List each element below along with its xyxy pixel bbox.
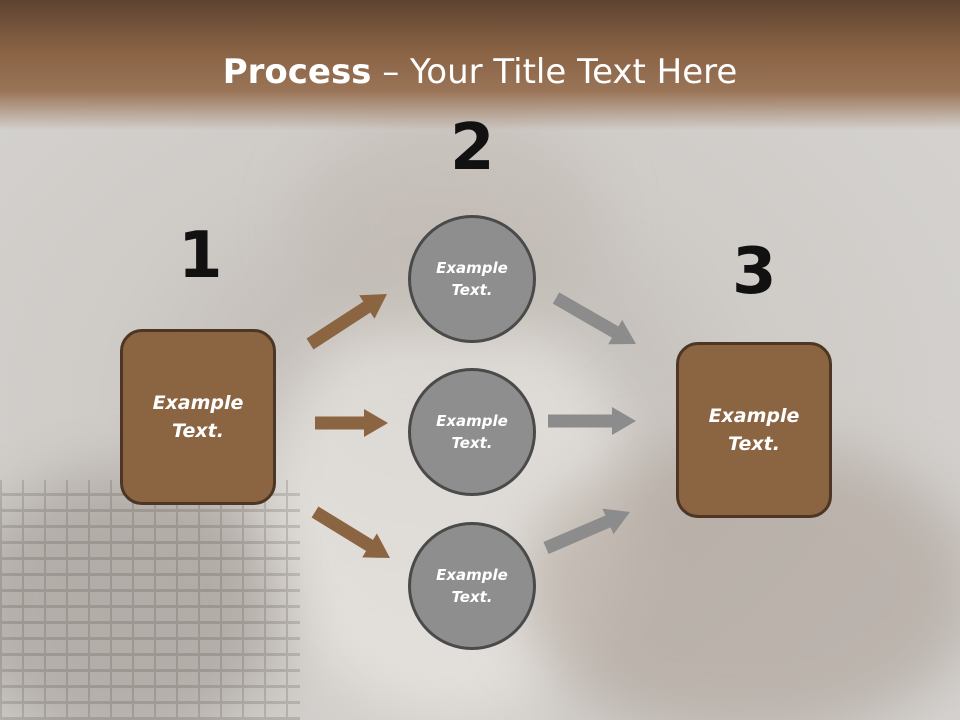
arrow-middle-to-right [548, 407, 636, 435]
circle-top-text: Example Text. [436, 258, 508, 300]
arrow-left-to-middle [315, 409, 388, 437]
circle-middle: Example Text. [408, 368, 536, 496]
circle-middle-text: Example Text. [436, 411, 508, 453]
arrow-left-to-top [306, 294, 387, 350]
left-box-text: Example Text. [152, 391, 244, 443]
right-process-box: Example Text. [676, 342, 832, 518]
title-bold: Process [222, 52, 372, 92]
arrow-top-to-right [552, 292, 636, 345]
arrow-bottom-to-right [543, 508, 630, 554]
arrow-left-to-bottom [311, 506, 390, 558]
step-number-2: 2 [450, 111, 495, 185]
right-box-text: Example Text. [708, 404, 800, 456]
circle-top: Example Text. [408, 215, 536, 343]
background-photo-shade [0, 470, 280, 720]
step-number-1: 1 [178, 219, 223, 293]
slide-title: Process – Your Title Text Here [0, 52, 960, 92]
title-rest: – Your Title Text Here [371, 52, 738, 92]
circle-bottom-text: Example Text. [436, 565, 508, 607]
step-number-3: 3 [732, 235, 777, 309]
left-process-box: Example Text. [120, 329, 276, 505]
background-wicker-texture [0, 480, 300, 720]
title-bar [0, 0, 960, 130]
circle-bottom: Example Text. [408, 522, 536, 650]
